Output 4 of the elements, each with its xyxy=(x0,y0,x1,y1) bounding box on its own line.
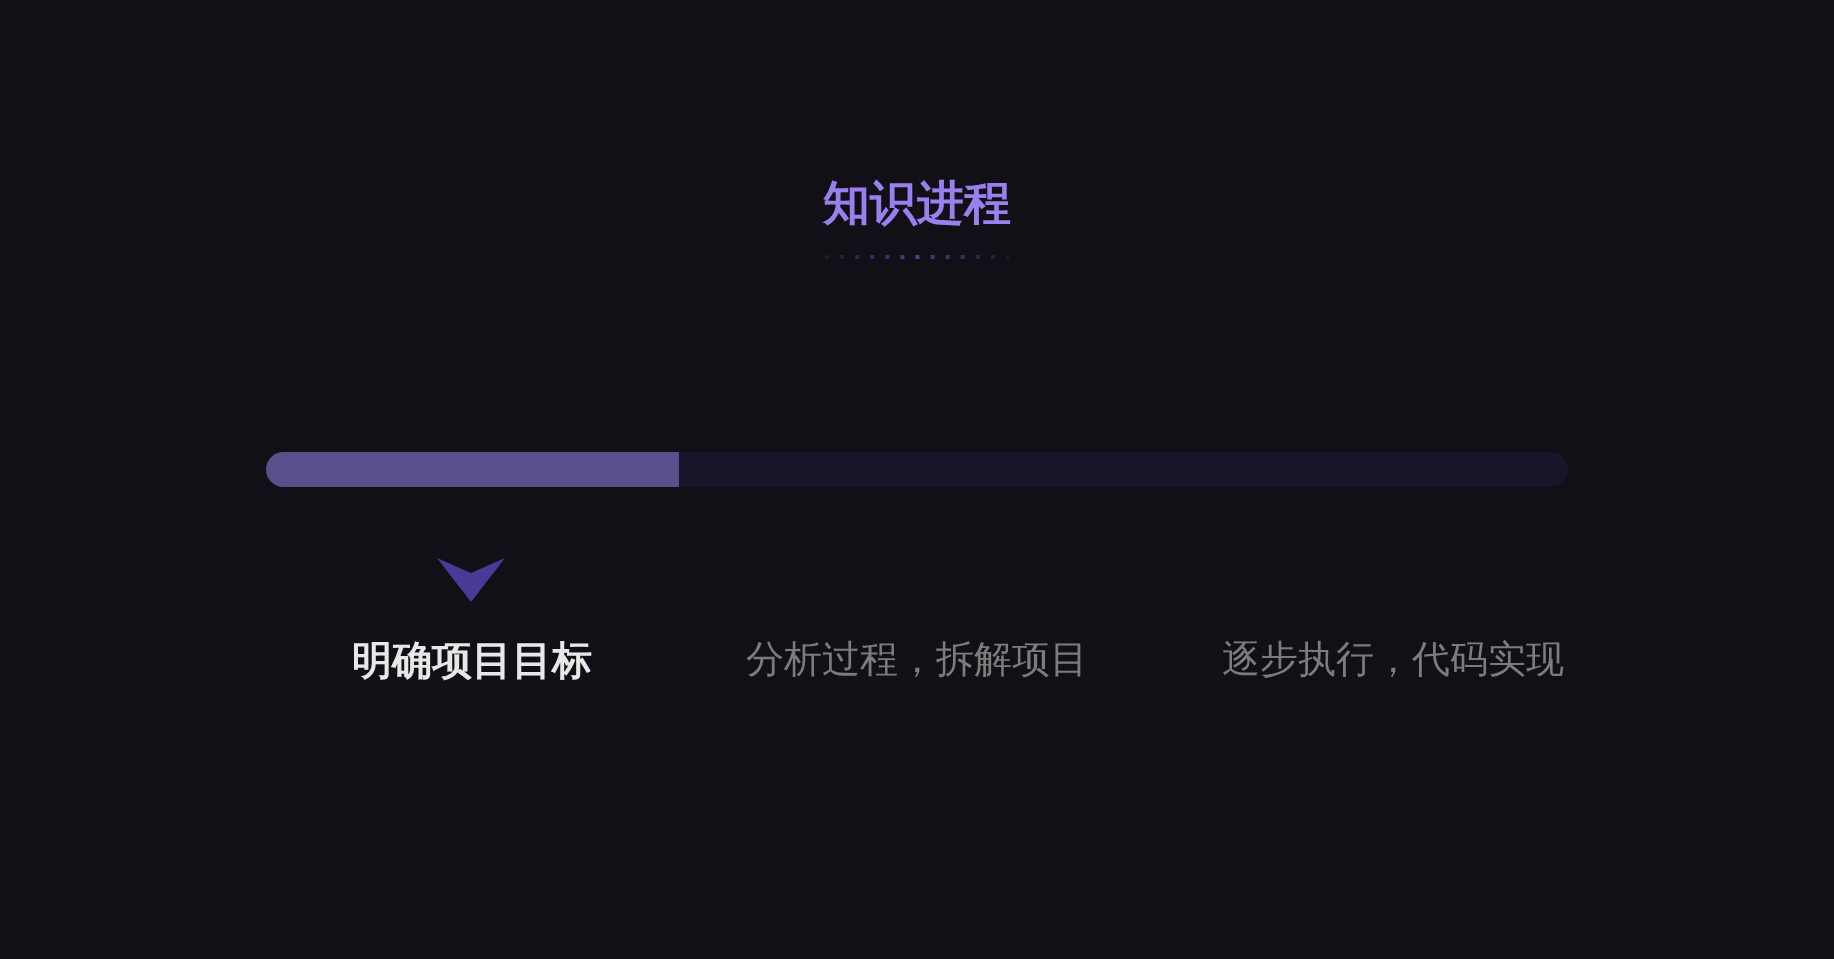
step-label: 分析过程，拆解项目 xyxy=(746,638,1088,682)
step-label: 逐步执行，代码实现 xyxy=(1222,638,1564,682)
step-label: 明确项目目标 xyxy=(352,637,592,683)
title: 知识进程 xyxy=(823,176,1011,230)
